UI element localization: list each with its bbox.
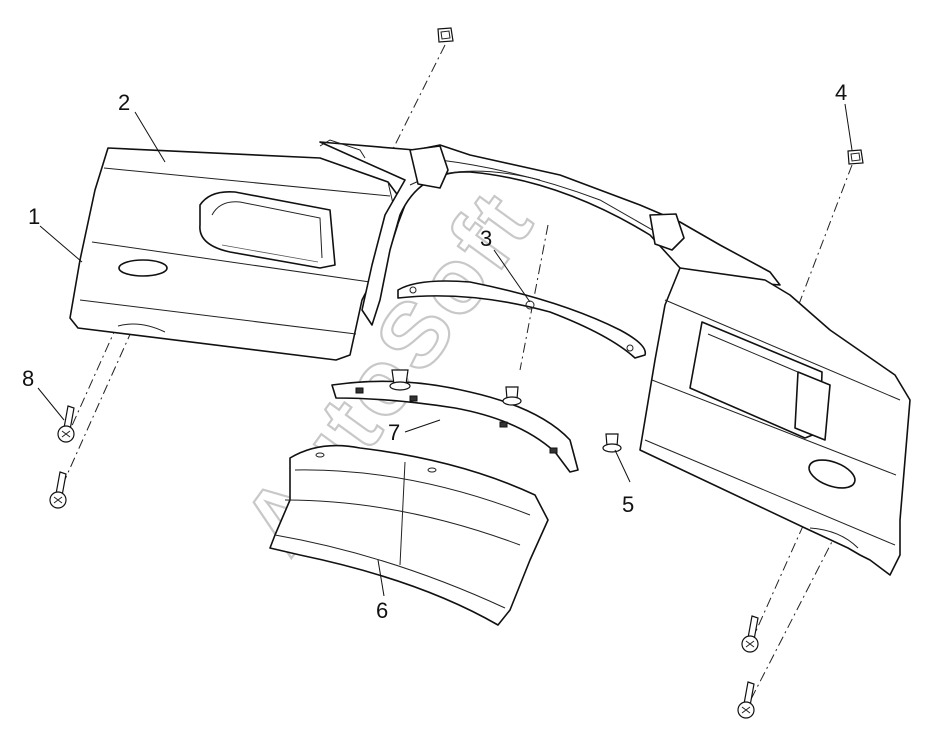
callout-1: 1: [28, 204, 40, 229]
right-side-panel: [639, 267, 911, 576]
push-clip-icon: [389, 369, 411, 391]
nut-clip-icon: [437, 27, 454, 43]
curved-strip-part-3: [397, 280, 647, 359]
callout-4: 4: [835, 80, 847, 105]
screw-icon: [57, 405, 75, 443]
callout-3: 3: [480, 226, 492, 251]
push-clip-icon: [502, 386, 522, 406]
fasteners: [49, 27, 864, 719]
leader-lines: [37, 103, 853, 597]
lower-cover-part-6: [269, 444, 549, 626]
screw-icon: [741, 615, 759, 653]
lower-strip-part-7: [331, 380, 579, 473]
callout-5: 5: [622, 492, 634, 517]
push-clip-icon: [602, 433, 622, 453]
callout-2: 2: [118, 90, 130, 115]
center-upper-trim: [319, 139, 781, 326]
callout-6: 6: [376, 598, 388, 623]
assembly-center-lines: [57, 44, 853, 706]
screw-icon: [737, 681, 755, 719]
screw-icon: [49, 471, 67, 509]
left-side-panel: [69, 147, 406, 361]
callout-7: 7: [388, 420, 400, 445]
callout-8: 8: [22, 366, 34, 391]
nut-clip-icon: [847, 149, 864, 165]
callout-labels: 1 2 3 4 5 6 7 8: [22, 80, 847, 623]
